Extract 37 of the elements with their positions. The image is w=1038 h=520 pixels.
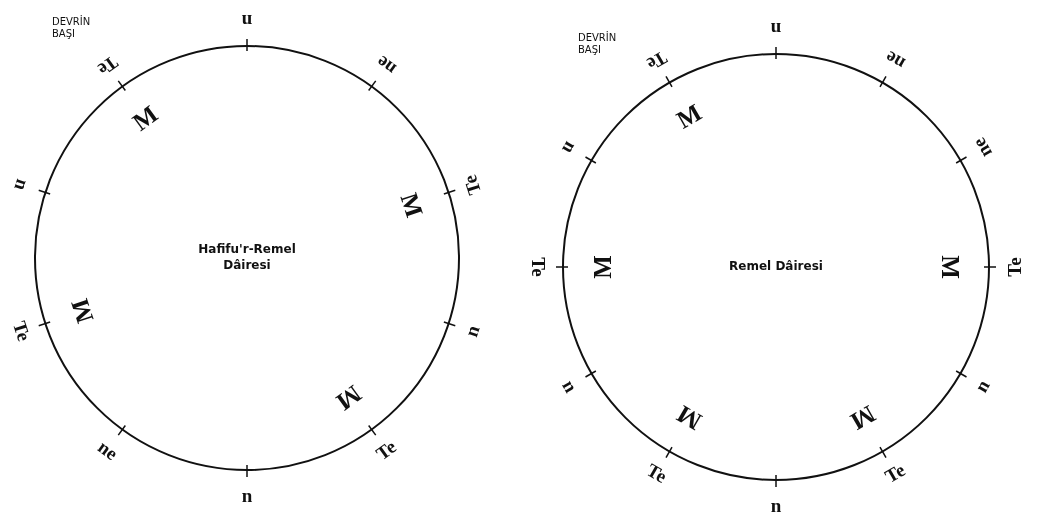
syllable-label: n xyxy=(461,323,484,340)
circle-title: Remel Dâiresi xyxy=(728,259,824,275)
start-label: DEVRİN BAŞI xyxy=(52,16,92,39)
syllable-label: ne xyxy=(373,53,400,80)
meter-label: M xyxy=(396,189,428,220)
syllable-label: n xyxy=(241,11,253,31)
meter-label: M xyxy=(672,99,706,133)
syllable-label: n xyxy=(559,376,581,396)
syllable-label: ne xyxy=(882,47,908,74)
syllable-label: ne xyxy=(969,135,996,161)
syllable-label: Te xyxy=(643,47,671,74)
start-label: DEVRİN BAŞI xyxy=(578,32,618,55)
syllable-label: ne xyxy=(94,436,121,463)
syllable-label: Te xyxy=(460,172,485,197)
circle xyxy=(562,53,990,481)
meter-label: M xyxy=(672,400,706,435)
syllable-label: n xyxy=(559,138,581,158)
syllable-label: n xyxy=(770,19,782,39)
syllable-label: n xyxy=(971,376,993,396)
meter-label: M xyxy=(66,296,98,327)
syllable-label: n xyxy=(241,485,253,505)
syllable-label: Te xyxy=(528,257,548,277)
syllable-label: Te xyxy=(881,460,909,487)
meter-label: M xyxy=(846,400,880,435)
syllable-label: Te xyxy=(1004,257,1024,277)
syllable-label: Te xyxy=(94,52,122,80)
meter-label: M xyxy=(128,101,163,136)
circle-title: Hafifu'r-Remel Dâiresi xyxy=(197,242,297,274)
meter-label: M xyxy=(589,255,615,279)
meter-label: M xyxy=(937,255,963,279)
circle xyxy=(34,45,460,471)
syllable-label: n xyxy=(770,495,782,515)
syllable-label: Te xyxy=(9,319,34,344)
syllable-label: n xyxy=(10,176,33,193)
syllable-label: Te xyxy=(643,460,671,487)
meter-label: M xyxy=(331,380,366,415)
syllable-label: Te xyxy=(372,436,400,464)
